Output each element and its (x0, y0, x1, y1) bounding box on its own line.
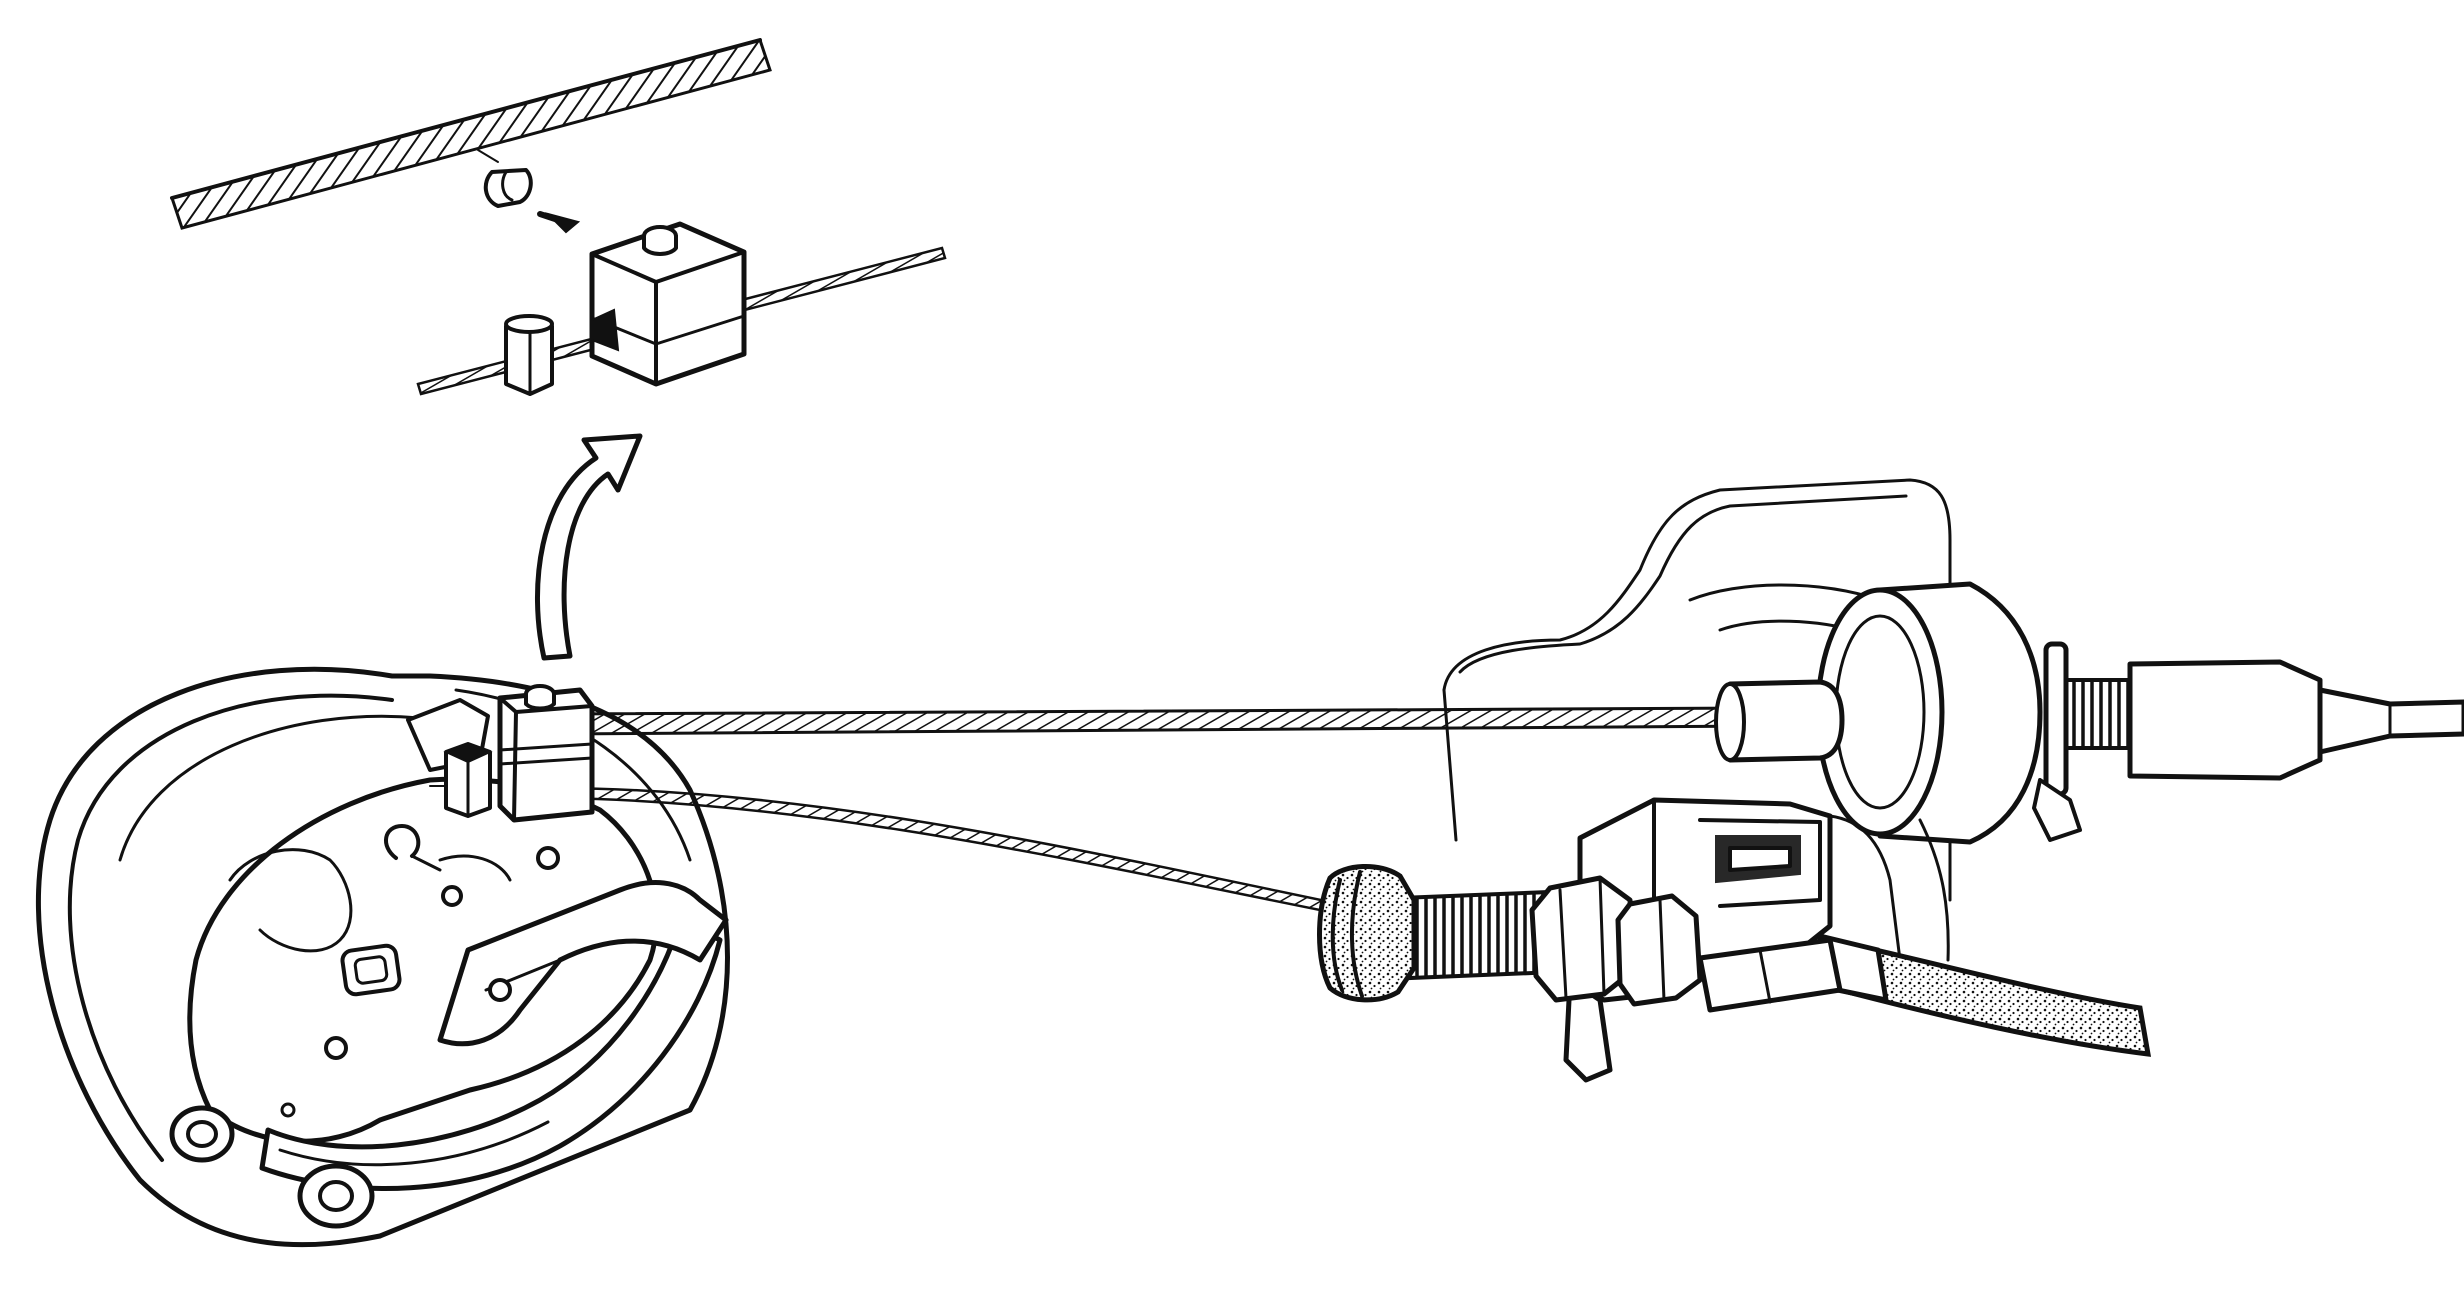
inset-adjuster-nut-icon (504, 314, 554, 396)
brake-backing-plate-icon (35, 666, 730, 1248)
threaded-adjuster-icon (1317, 863, 1703, 1007)
outer-cable-sheath-icon (1697, 933, 2152, 1057)
curved-pointer-arrow-icon (535, 433, 643, 661)
adjuster-nut-icon (443, 742, 493, 818)
detail-inset-icon (170, 38, 947, 396)
inset-cable-clamp-icon (589, 221, 747, 387)
equalizer-housing-icon (1442, 478, 2464, 902)
cable-clamp-block-icon (497, 684, 595, 823)
